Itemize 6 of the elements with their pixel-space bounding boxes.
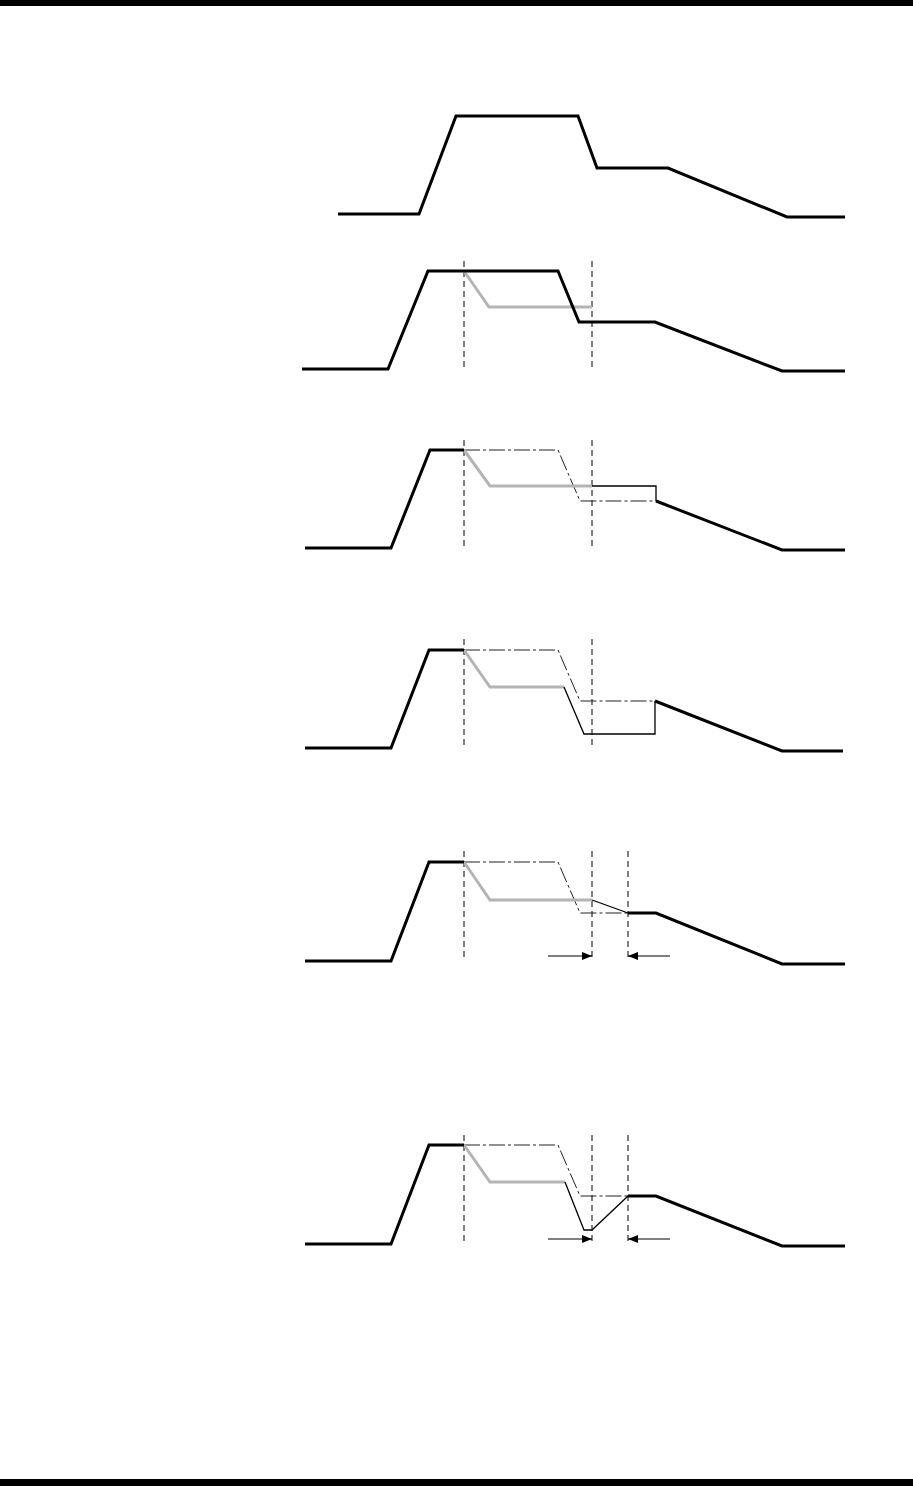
envelope-waveform (338, 114, 845, 219)
envelope-waveform (305, 850, 845, 966)
envelope-waveform (302, 260, 845, 373)
envelope-waveform (305, 638, 843, 753)
envelope-waveform (305, 1134, 845, 1248)
envelope-waveform (305, 439, 845, 552)
